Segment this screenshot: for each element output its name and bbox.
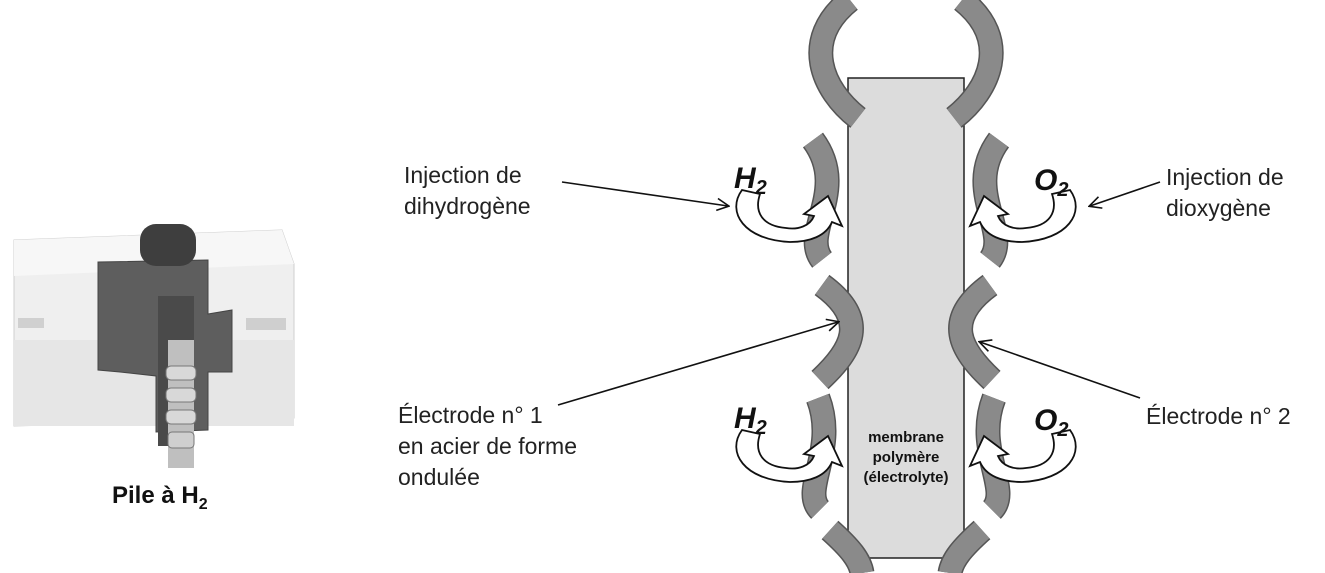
h2-label-bottom: H2: [734, 402, 767, 439]
h2-label-bottom-main: H: [734, 402, 757, 435]
electrode-2-pointer: [980, 342, 1140, 398]
o2-label-top: O2: [1034, 164, 1068, 201]
electrode-1-pointer: [558, 322, 838, 405]
h2-label-top: H2: [734, 162, 767, 199]
membrane: [848, 78, 964, 558]
o2-label-bottom-main: O: [1034, 404, 1057, 437]
o2-label-top-main: O: [1034, 164, 1057, 197]
o2-label-bottom-sub: 2: [1056, 419, 1068, 441]
h2-label-bottom-sub: 2: [755, 417, 767, 439]
injection-h2-pointer: [562, 182, 728, 206]
membrane-label-line1: membrane: [868, 429, 944, 446]
o2-label-bottom: O2: [1034, 404, 1068, 441]
h2-label-top-sub: 2: [755, 177, 767, 199]
membrane-label-line3: (électrolyte): [863, 469, 948, 486]
h2-label-top-main: H: [734, 162, 757, 195]
o2-label-top-sub: 2: [1056, 179, 1068, 201]
membrane-label-line2: polymère: [873, 449, 940, 466]
injection-o2-pointer: [1090, 182, 1160, 206]
